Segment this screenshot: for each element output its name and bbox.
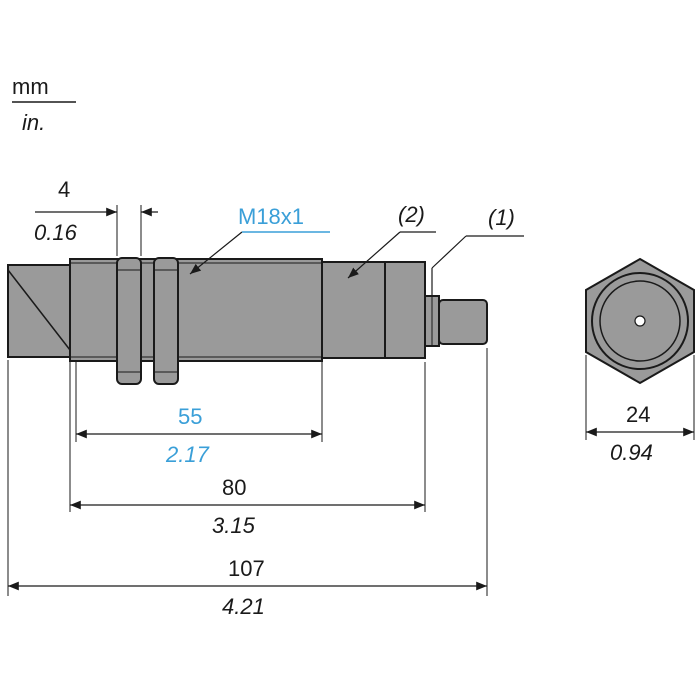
hex-width-mm: 24 xyxy=(626,402,650,427)
lock-nut-1 xyxy=(116,257,142,385)
connector-plug xyxy=(438,299,488,345)
dim-hex-across-flats: 24 0.94 xyxy=(585,355,695,465)
nut-width-in: 0.16 xyxy=(34,220,78,245)
callout-1: (1) xyxy=(431,205,524,296)
sensor-face-inner xyxy=(599,280,681,362)
center-point xyxy=(634,315,646,327)
dim-body-length: 80 3.15 xyxy=(70,475,425,538)
overall-length-in: 4.21 xyxy=(222,594,265,619)
thread-length-mm: 55 xyxy=(178,404,202,429)
hex-width-in: 0.94 xyxy=(610,440,653,465)
overall-length-mm: 107 xyxy=(228,556,265,581)
thread-length-in: 2.17 xyxy=(165,442,210,467)
lock-nut-2 xyxy=(153,257,179,385)
thread-label: M18x1 xyxy=(238,204,304,229)
body-length-in: 3.15 xyxy=(212,513,256,538)
threaded-body xyxy=(69,258,323,362)
units-legend: mm in. xyxy=(12,74,76,135)
rear-cap xyxy=(384,261,426,359)
body-length-mm: 80 xyxy=(222,475,246,500)
nut-width-mm: 4 xyxy=(58,177,70,202)
dim-thread-length: 55 2.17 xyxy=(76,404,322,467)
callout-2: (2) xyxy=(347,202,436,279)
callout-2-label: (2) xyxy=(398,202,425,227)
dim-nut-width: 4 0.16 xyxy=(34,177,158,256)
unit-in: in. xyxy=(22,110,45,135)
sensor-side-view xyxy=(7,257,488,385)
unit-mm: mm xyxy=(12,74,49,99)
dim-overall-length: 107 4.21 xyxy=(7,556,487,619)
extension-lines xyxy=(7,348,488,596)
callout-1-label: (1) xyxy=(488,205,515,230)
sensor-end-view xyxy=(585,257,695,385)
thread-callout: M18x1 xyxy=(189,204,330,275)
rear-body xyxy=(321,261,386,359)
